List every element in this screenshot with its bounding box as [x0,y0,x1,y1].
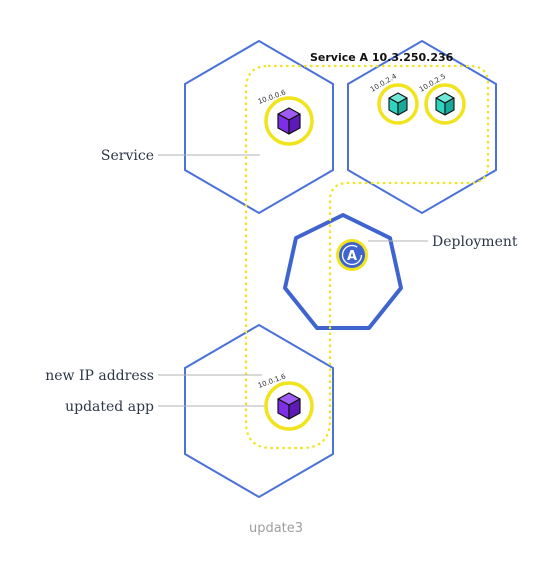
updated-app-callout-label: updated app [65,399,154,415]
cube-icon [388,92,408,116]
pod-bottom: 10.0.1.6 [257,372,314,431]
deployment-glyph: A [347,249,357,264]
service-boundary [244,64,490,450]
node-top-left [184,39,334,215]
deployment-callout-label: Deployment [432,234,518,250]
new-ip-callout-label: new IP address [45,368,154,384]
pod-top-right-2: 10.0.2.5 [418,72,466,125]
figure-caption: update3 [249,521,303,536]
pod-top-right-1: 10.0.2.4 [369,72,419,125]
deployment-shape [283,213,403,330]
service-callout-label: Service [101,148,154,164]
node-top-right [347,39,497,215]
cube-icon [277,392,301,420]
cube-icon [435,92,455,116]
deployment-icon: A [336,239,368,271]
node-bottom [184,323,334,499]
service-title: Service A 10.3.250.236 [310,51,454,64]
pod-top-left: 10.0.0.6 [257,88,314,146]
cube-icon [277,107,301,135]
